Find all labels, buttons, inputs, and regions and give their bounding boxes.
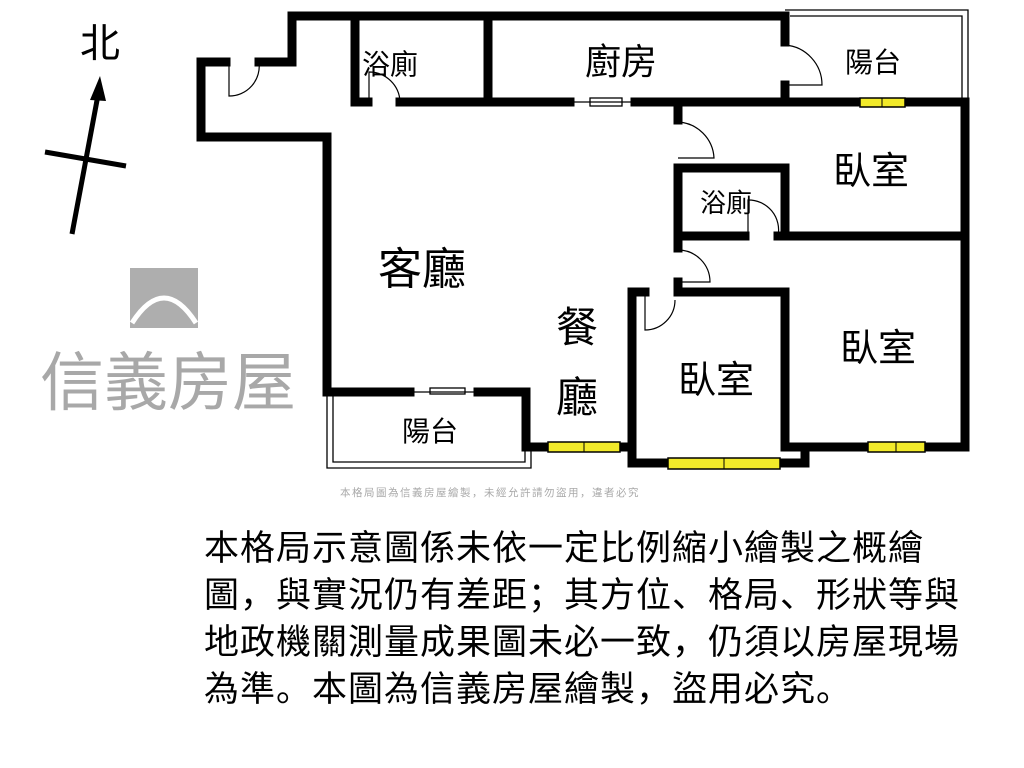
room-label-balcony-bottom: 陽台 — [402, 415, 458, 448]
windows — [547, 97, 926, 470]
walls — [196, 11, 970, 468]
compass-label: 北 — [80, 21, 120, 67]
doors — [228, 44, 823, 395]
dining-door-icon — [644, 292, 676, 331]
room-label-living: 客廳 — [378, 244, 466, 295]
bath-mid-door-icon — [747, 199, 780, 237]
entrance-door-icon — [228, 61, 260, 97]
watermark: 信義房屋 本格局圖為信義房屋繪製，未經允許請勿盜用，違者必究 — [40, 268, 640, 499]
room-labels: 浴廁 廚房 陽台 臥室 浴廁 客廳 餐 廳 臥室 臥室 陽台 — [362, 42, 916, 448]
disclaimer-text: 本格局示意圖係未依一定比例縮小繪製之概繪圖，與實況仍有差距；其方位、格局、形狀等… — [204, 529, 961, 710]
room-label-bedroom-right: 臥室 — [840, 326, 916, 370]
room-label-bath-mid: 浴廁 — [700, 189, 752, 219]
balcony-outlines — [326, 9, 969, 469]
bedroom-door-icon — [677, 121, 715, 159]
room-label-dining-2: 廳 — [556, 373, 598, 422]
watermark-brand: 信義房屋 — [40, 347, 296, 421]
room-label-bath-top: 浴廁 — [362, 48, 418, 81]
balcony-door-icon — [784, 44, 823, 86]
bedroom-mid-door-icon — [677, 249, 711, 283]
north-compass: 北 — [44, 21, 127, 235]
room-label-kitchen: 廚房 — [585, 42, 657, 83]
sliding-door-icon — [429, 387, 466, 395]
north-arrow-icon — [90, 76, 106, 101]
watermark-notice: 本格局圖為信義房屋繪製，未經允許請勿盜用，違者必究 — [340, 486, 640, 499]
room-label-bedroom-top: 臥室 — [833, 149, 909, 193]
room-label-balcony-top: 陽台 — [845, 46, 901, 79]
bathroom-door-icon — [368, 71, 401, 103]
room-label-bedroom-mid: 臥室 — [678, 358, 754, 402]
room-label-dining-1: 餐 — [556, 303, 598, 352]
